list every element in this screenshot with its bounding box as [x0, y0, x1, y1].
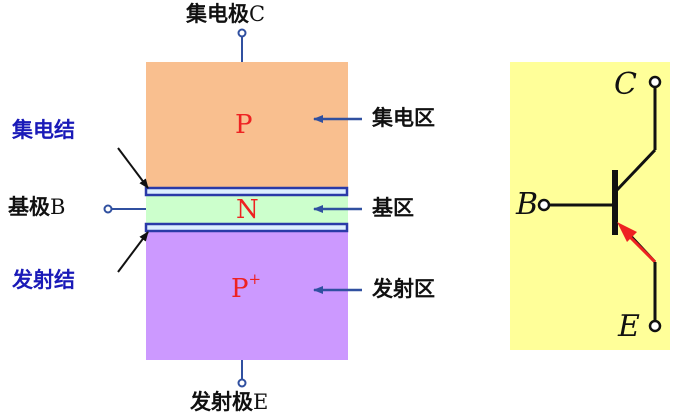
- collector-junction-label: 集电结: [12, 118, 75, 142]
- symbol-emitter-terminal: [648, 319, 662, 333]
- emitter-label-letter: E: [253, 390, 269, 414]
- base-label: 基极B: [8, 197, 65, 218]
- collector-label: 集电极C: [186, 4, 265, 25]
- symbol-collector-terminal: [648, 75, 662, 89]
- emitter-label: 发射极E: [190, 392, 268, 413]
- collector-junction-arrow: [117, 147, 149, 189]
- base-contact-upper: [144, 186, 349, 197]
- emitter-terminal: [237, 378, 247, 388]
- collector-label-letter: C: [249, 2, 266, 26]
- emitter-junction-arrow: [117, 231, 149, 273]
- collector-terminal: [237, 28, 247, 38]
- base-label-cn: 基极: [8, 195, 50, 219]
- base-contact-lower: [144, 222, 349, 233]
- collector-region: [146, 62, 348, 190]
- base-region-name: 基区: [372, 196, 414, 220]
- base-terminal: [103, 204, 113, 214]
- base-label-letter: B: [50, 195, 66, 219]
- collector-region-letter: P: [235, 110, 253, 140]
- symbol-label-b: B: [516, 187, 539, 222]
- emitter-region-letter: P+: [231, 272, 261, 304]
- emitter-region-letter-main: P: [231, 274, 249, 304]
- symbol-label-e: E: [618, 309, 640, 344]
- symbol-label-c: C: [614, 67, 637, 102]
- symbol-collector-diagonal: [615, 148, 657, 192]
- base-region-letter: N: [236, 195, 259, 225]
- emitter-region-name: 发射区: [372, 277, 435, 301]
- collector-label-cn: 集电极: [186, 2, 249, 26]
- symbol-base-terminal: [537, 198, 551, 212]
- emitter-region: [146, 230, 348, 360]
- emitter-label-cn: 发射极: [190, 390, 253, 414]
- emitter-junction-label: 发射结: [12, 268, 75, 292]
- symbol-emitter-arrow-head: [617, 222, 637, 242]
- emitter-region-letter-sup: +: [248, 270, 262, 288]
- collector-region-name: 集电区: [372, 106, 435, 130]
